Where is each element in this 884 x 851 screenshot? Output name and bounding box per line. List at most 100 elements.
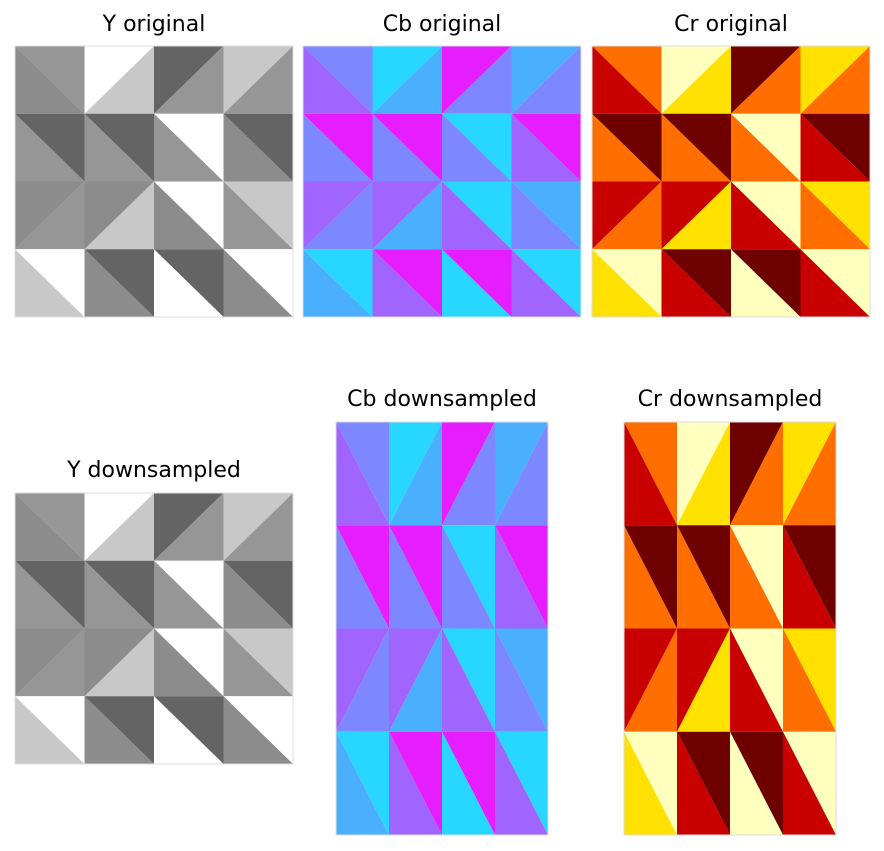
image-triangle [800, 46, 870, 114]
image-triangle [592, 249, 662, 317]
image-triangle [15, 113, 85, 182]
image-triangle [303, 113, 373, 182]
image-triangle [154, 46, 224, 114]
image-triangle [15, 249, 85, 317]
image-triangle [800, 113, 870, 182]
channel-image-cb-original [302, 45, 582, 318]
panel-cr-original: Cr original [591, 0, 871, 320]
image-triangle [223, 628, 293, 697]
image-triangle [154, 493, 224, 561]
image-triangle [624, 628, 677, 732]
image-triangle [154, 181, 224, 250]
image-triangle [372, 46, 442, 114]
image-triangle [372, 113, 442, 182]
panel-title: Y downsampled [67, 458, 241, 483]
image-triangle [783, 628, 836, 732]
image-triangle [442, 113, 512, 182]
image-triangle [624, 525, 677, 629]
image-triangle [661, 113, 731, 182]
image-triangle [223, 560, 293, 629]
image-triangle [511, 113, 581, 182]
image-triangle [303, 181, 373, 250]
image-triangle [800, 181, 870, 250]
image-triangle [511, 46, 581, 114]
image-triangle [783, 731, 836, 835]
image-triangle [495, 731, 548, 835]
image-triangle [592, 181, 662, 250]
image-triangle [389, 731, 442, 835]
image-triangle [15, 181, 85, 250]
panel-title: Cb original [382, 12, 502, 37]
image-triangle [783, 422, 836, 526]
image-triangle [730, 731, 783, 835]
image-triangle [223, 696, 293, 764]
image-triangle [661, 46, 731, 114]
image-triangle [442, 249, 512, 317]
image-triangle [389, 422, 442, 526]
image-triangle [677, 525, 730, 629]
image-triangle [15, 560, 85, 629]
image-triangle [154, 249, 224, 317]
image-triangle [389, 525, 442, 629]
image-triangle [84, 181, 154, 250]
image-triangle [495, 422, 548, 526]
image-triangle [495, 525, 548, 629]
panel-cb-original: Cb original [302, 0, 582, 320]
image-triangle [730, 422, 783, 526]
image-triangle [661, 249, 731, 317]
image-triangle [154, 696, 224, 764]
panel-title: Y original [102, 12, 206, 37]
image-triangle [84, 628, 154, 697]
image-triangle [372, 249, 442, 317]
image-triangle [223, 46, 293, 114]
channel-image-cr-downsampled [623, 421, 837, 836]
panel-cr-downsampled: Cr downsampled [623, 387, 837, 837]
image-triangle [624, 731, 677, 835]
panel-title: Cr original [674, 12, 788, 37]
image-triangle [15, 696, 85, 764]
image-triangle [84, 560, 154, 629]
image-triangle [223, 249, 293, 317]
image-triangle [336, 525, 389, 629]
panel-y-downsampled: Y downsampled [14, 458, 294, 768]
image-triangle [303, 249, 373, 317]
image-triangle [84, 696, 154, 764]
image-triangle [592, 46, 662, 114]
image-triangle [336, 628, 389, 732]
image-triangle [223, 181, 293, 250]
panel-title: Cb downsampled [347, 387, 537, 412]
channel-image-cr-original [591, 45, 871, 318]
image-triangle [624, 422, 677, 526]
image-triangle [677, 422, 730, 526]
channel-image-cb-downsampled [335, 421, 549, 836]
image-triangle [442, 628, 495, 732]
image-triangle [336, 731, 389, 835]
image-triangle [800, 249, 870, 317]
panel-cb-downsampled: Cb downsampled [335, 387, 549, 837]
image-triangle [336, 422, 389, 526]
image-triangle [495, 628, 548, 732]
image-triangle [303, 46, 373, 114]
image-triangle [372, 181, 442, 250]
image-triangle [731, 249, 801, 317]
image-triangle [731, 46, 801, 114]
image-triangle [511, 181, 581, 250]
image-triangle [223, 493, 293, 561]
image-triangle [15, 493, 85, 561]
image-triangle [223, 113, 293, 182]
image-triangle [511, 249, 581, 317]
image-frame [623, 421, 837, 836]
image-triangle [677, 628, 730, 732]
image-triangle [442, 181, 512, 250]
image-frame [14, 492, 294, 765]
image-triangle [84, 113, 154, 182]
image-triangle [592, 113, 662, 182]
image-triangle [154, 628, 224, 697]
image-triangle [442, 731, 495, 835]
image-triangle [389, 628, 442, 732]
image-frame [302, 45, 582, 318]
image-triangle [731, 181, 801, 250]
image-frame [14, 45, 294, 318]
image-frame [591, 45, 871, 318]
image-triangle [154, 560, 224, 629]
